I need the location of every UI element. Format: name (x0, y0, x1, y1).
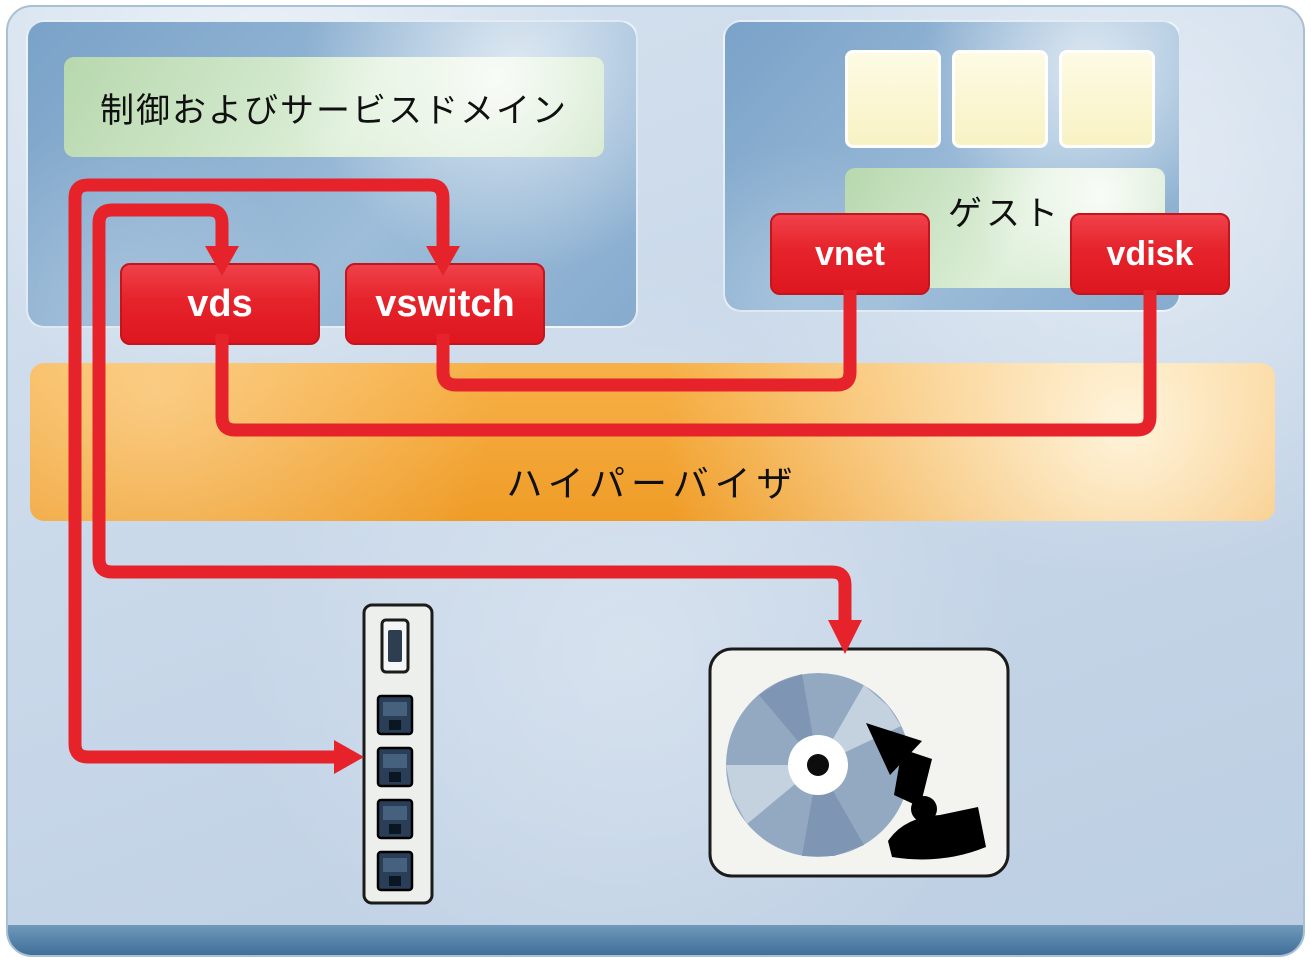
vswitch-label: vswitch (375, 282, 515, 325)
bottom-edge-band (8, 925, 1303, 955)
guest-app-tile (845, 50, 941, 148)
vdisk-label: vdisk (1106, 234, 1194, 273)
vswitch-node: vswitch (345, 263, 545, 345)
vnet-node: vnet (770, 213, 930, 295)
guest-app-tile (952, 50, 1048, 148)
hypervisor-label-text: ハイパーバイザ (506, 463, 799, 504)
vds-label: vds (187, 282, 253, 325)
control-service-domain-box: 制御およびサービスドメイン (26, 20, 638, 328)
guest-app-tile (1059, 50, 1155, 148)
control-service-domain-label-text: 制御およびサービスドメイン (100, 91, 568, 130)
nic-card-icon (362, 603, 434, 905)
control-service-domain-label: 制御およびサービスドメイン (64, 57, 604, 157)
guest-label-text: ゲスト (948, 195, 1062, 233)
vdisk-node: vdisk (1070, 213, 1230, 295)
vnet-label: vnet (815, 234, 885, 273)
hypervisor-band: ハイパーバイザ (30, 363, 1275, 521)
vds-node: vds (120, 263, 320, 345)
disk-icon (708, 647, 1010, 878)
